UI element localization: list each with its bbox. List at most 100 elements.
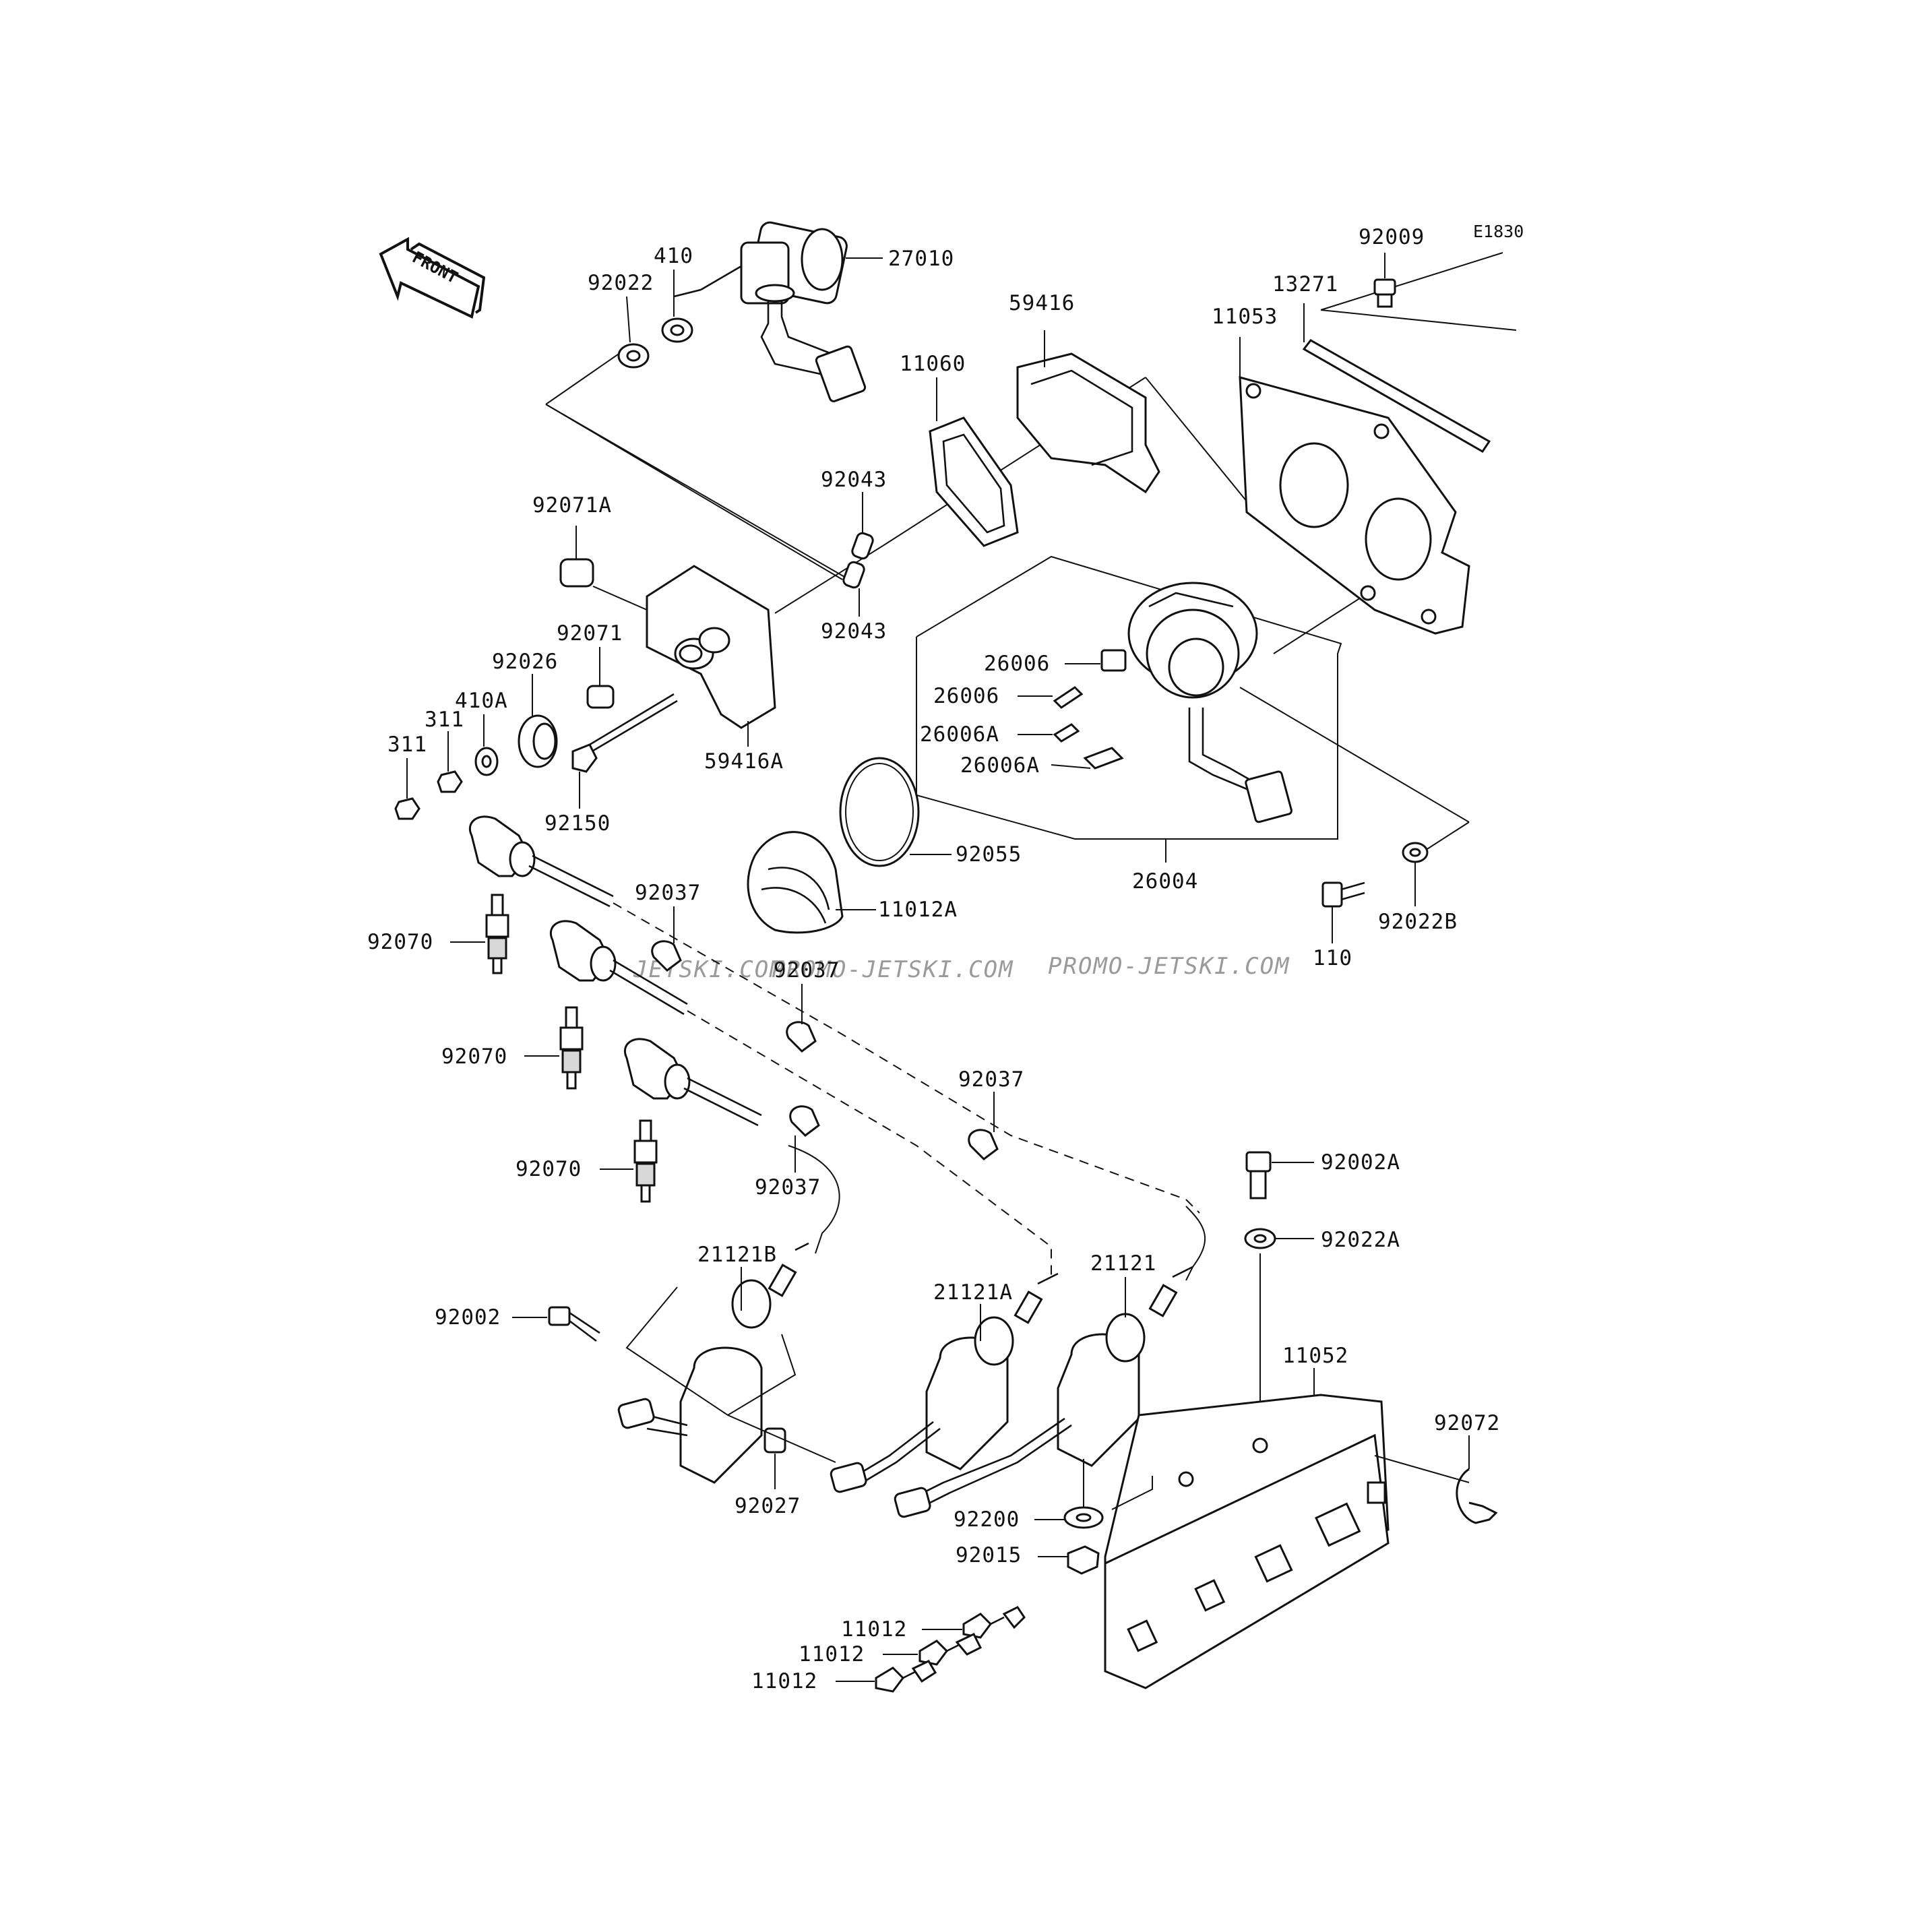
part-92043-bottom [842, 561, 865, 589]
label-92027: 92027 [735, 1494, 801, 1518]
part-92072 [1374, 1435, 1498, 1524]
part-311-b [394, 797, 420, 820]
label-21121B: 21121B [697, 1243, 777, 1267]
part-59416 [1016, 330, 1160, 494]
label-92009: 92009 [1359, 225, 1425, 249]
part-92071 [586, 685, 615, 709]
label-410: 410 [654, 244, 693, 268]
part-number-labels: 27010 410 92022 92009 13271 11053 59416 … [367, 225, 1500, 1693]
watermark-text-3: PROMO-JETSKI.COM [1048, 953, 1290, 980]
plug-cap-3 [624, 1038, 762, 1127]
label-92022: 92022 [588, 271, 654, 295]
label-26006-a: 26006 [984, 652, 1050, 676]
part-11012-c [836, 1660, 937, 1693]
plug-cap-1 [469, 815, 614, 908]
front-arrow-icon: FRONT [379, 237, 486, 319]
part-26004 [1127, 582, 1292, 823]
part-59416A [646, 565, 776, 747]
label-92070-b: 92070 [441, 1045, 507, 1069]
label-92070-a: 92070 [367, 930, 433, 954]
part-92070-b [524, 1006, 584, 1090]
label-11012A: 11012A [878, 898, 958, 922]
part-92015 [1067, 1545, 1100, 1575]
label-92043-top: 92043 [821, 468, 887, 492]
label-92037-a: 92037 [635, 881, 701, 905]
watermark-text-1: JETSKI.COM [633, 956, 785, 983]
part-92026 [518, 674, 558, 768]
label-59416: 59416 [1009, 291, 1075, 315]
label-311-b: 311 [387, 733, 427, 757]
part-27010 [673, 221, 867, 402]
label-311-a: 311 [425, 708, 464, 732]
part-92070-c [600, 1119, 658, 1203]
label-26006A-a: 26006A [920, 722, 999, 747]
label-26006A-b: 26006A [960, 753, 1040, 778]
watermark: JETSKI.COM PROMO-JETSKI.COM PROMO-JETSKI… [633, 953, 1290, 983]
part-21121 [894, 1266, 1193, 1518]
label-92002: 92002 [435, 1305, 501, 1330]
label-11012-b: 11012 [799, 1642, 865, 1666]
part-92150 [571, 693, 678, 809]
label-59416A: 59416A [704, 749, 784, 774]
diagram-code: E1830 [1473, 222, 1524, 241]
part-92002 [512, 1306, 600, 1342]
part-92002A [1245, 1151, 1314, 1199]
part-92070-a [450, 894, 509, 974]
part-13271 [1302, 303, 1491, 453]
part-11012A [747, 831, 876, 934]
part-21121B [617, 1242, 809, 1484]
label-92037-d: 92037 [755, 1175, 821, 1199]
part-92009 [1373, 253, 1396, 308]
part-92037-d [789, 1105, 820, 1173]
part-11060 [929, 377, 1019, 547]
label-11012-a: 11012 [841, 1617, 907, 1642]
part-11012-b [883, 1633, 983, 1666]
part-92071A [559, 526, 648, 611]
part-92055 [839, 757, 920, 867]
label-21121A: 21121A [933, 1280, 1013, 1305]
part-92037-b [786, 984, 817, 1053]
label-27010: 27010 [888, 247, 954, 271]
label-11052: 11052 [1282, 1344, 1348, 1368]
label-92037-c: 92037 [958, 1067, 1024, 1092]
label-11060: 11060 [900, 352, 966, 376]
part-26006-a [1100, 649, 1127, 672]
label-92150: 92150 [544, 811, 611, 836]
part-11053 [1239, 337, 1470, 635]
part-21121A [830, 1272, 1059, 1493]
label-92071A: 92071A [532, 493, 612, 518]
part-11012-a [922, 1606, 1026, 1639]
part-26006A-a [1053, 723, 1080, 743]
label-26006-b: 26006 [933, 684, 999, 708]
label-92072: 92072 [1434, 1411, 1500, 1435]
label-110: 110 [1313, 946, 1352, 970]
part-26006-b [1053, 686, 1084, 709]
part-92037-c [968, 1092, 999, 1160]
routing-lines [613, 902, 1206, 1281]
label-92071: 92071 [557, 621, 623, 646]
label-92022A: 92022A [1321, 1228, 1400, 1252]
part-26006A-b [1083, 747, 1124, 770]
label-13271: 13271 [1272, 272, 1338, 297]
label-92002A: 92002A [1321, 1150, 1400, 1175]
part-311-a [437, 770, 463, 793]
plug-cap-2 [550, 920, 688, 1016]
label-11012-c: 11012 [751, 1669, 817, 1693]
label-92022B: 92022B [1378, 910, 1458, 934]
label-21121: 21121 [1090, 1251, 1156, 1276]
label-26004: 26004 [1132, 869, 1198, 894]
label-92026: 92026 [492, 650, 558, 674]
label-92043-bottom: 92043 [821, 619, 887, 644]
part-92037-a [651, 906, 682, 972]
label-92015: 92015 [956, 1543, 1022, 1567]
label-410A: 410A [455, 689, 508, 713]
label-11053: 11053 [1212, 305, 1278, 329]
label-92055: 92055 [956, 842, 1022, 867]
part-110 [1321, 881, 1365, 943]
part-11052 [1104, 1368, 1390, 1689]
label-92037-b: 92037 [774, 958, 840, 983]
label-92070-c: 92070 [516, 1157, 582, 1181]
label-92200: 92200 [954, 1507, 1020, 1532]
